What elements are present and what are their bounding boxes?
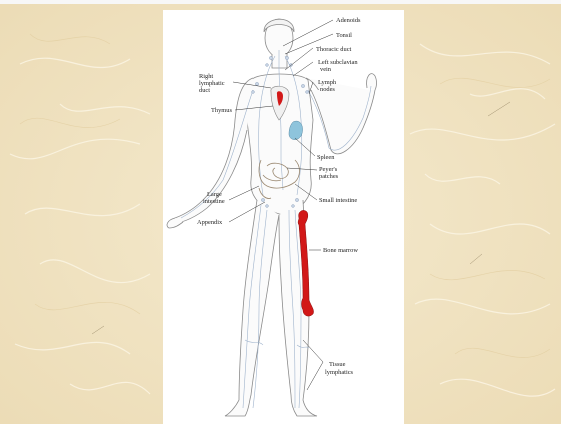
label-large-intestine-line1: Large [207,191,222,198]
figure-panel: Adenoids Tonsil Thoracic duct Left subcl… [163,10,404,424]
label-adenoids: Adenoids [336,17,361,24]
label-lymph-nodes-line2: nodes [320,86,335,93]
label-thoracic-duct: Thoracic duct [316,46,352,53]
label-large-intestine-line2: intestine [203,198,225,205]
label-appendix: Appendix [197,219,223,226]
label-right-lymphatic-line2: lymphatic [199,80,225,87]
label-spleen: Spleen [317,154,335,161]
label-thymus: Thymus [211,107,232,114]
label-right-lymphatic-line1: Right [199,73,213,80]
label-tissue-lymphatics-line1: Tissue [329,361,346,368]
label-bone-marrow: Bone marrow [323,247,358,254]
label-peyers-patches-line2: patches [319,173,339,180]
label-left-subclavian-line1: Left subclavian [318,59,358,66]
label-small-intestine: Small intestine [319,197,357,204]
label-right-lymphatic-line3: duct [199,87,210,94]
label-tissue-lymphatics-line2: lymphatics [325,369,354,376]
lymphatic-system-diagram: Adenoids Tonsil Thoracic duct Left subcl… [163,10,404,424]
label-tonsil: Tonsil [336,32,352,39]
label-left-subclavian-line2: vein [320,66,332,73]
label-lymph-nodes-line1: Lymph [318,79,337,86]
label-peyers-patches-line1: Peyer's [319,166,338,173]
